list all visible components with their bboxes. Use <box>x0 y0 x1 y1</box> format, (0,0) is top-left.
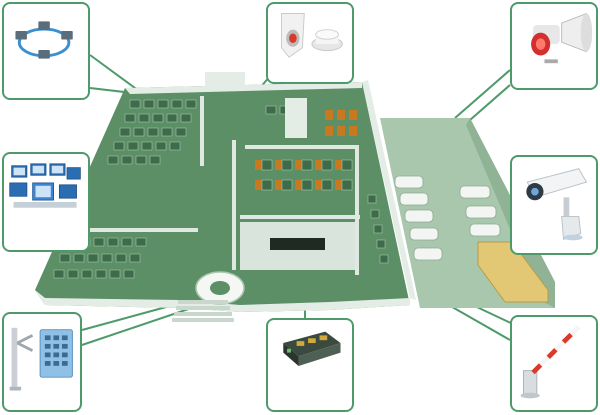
callout-access-control <box>2 312 82 412</box>
callout-barrier <box>510 315 598 412</box>
callout-console <box>266 318 354 412</box>
turnstile-keypad-icon <box>9 327 73 391</box>
callout-network <box>2 2 90 100</box>
video-wall-monitors-icon <box>9 163 81 208</box>
callout-monitors <box>2 152 90 252</box>
callout-detectors <box>266 2 354 84</box>
callout-alarm <box>510 2 598 90</box>
callout-camera <box>510 155 598 255</box>
cctv-camera-icon <box>526 168 588 241</box>
control-console-icon <box>283 331 341 366</box>
network-ring-icon <box>15 21 73 59</box>
motion-smoke-detector-icon <box>280 13 343 58</box>
parking-barrier-gate-icon <box>520 325 581 399</box>
siren-loudspeaker-icon <box>531 12 593 64</box>
